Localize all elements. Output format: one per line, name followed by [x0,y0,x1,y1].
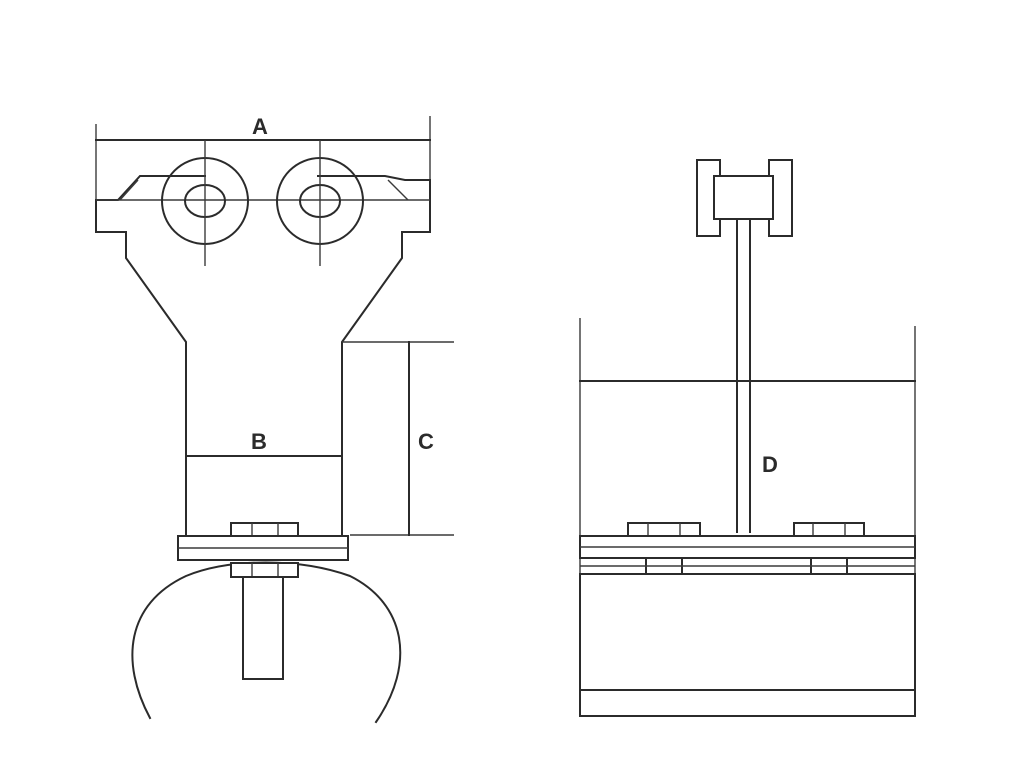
fitting-center-block [713,175,774,220]
label-c: C [418,429,434,454]
right-bolt-head-right [793,522,865,537]
right-view: D [579,159,916,717]
conductor-side-block [579,573,916,717]
right-bolt-head-left [627,522,701,537]
left-nut [230,562,299,578]
dimension-c: C [342,341,454,536]
label-d: D [762,452,778,477]
head-chamfer-left [119,179,139,201]
top-fitting [696,159,793,237]
label-b: B [251,429,267,454]
dimension-a: A [95,114,431,232]
head-chamfer-right [387,179,409,201]
roller-left [161,140,249,266]
hanger-head-outline [95,175,431,536]
label-a: A [252,114,268,139]
roller-right [276,140,364,266]
left-bolt-head [230,522,299,537]
left-bolt-shank [242,576,284,680]
left-view: A B C [95,114,454,724]
